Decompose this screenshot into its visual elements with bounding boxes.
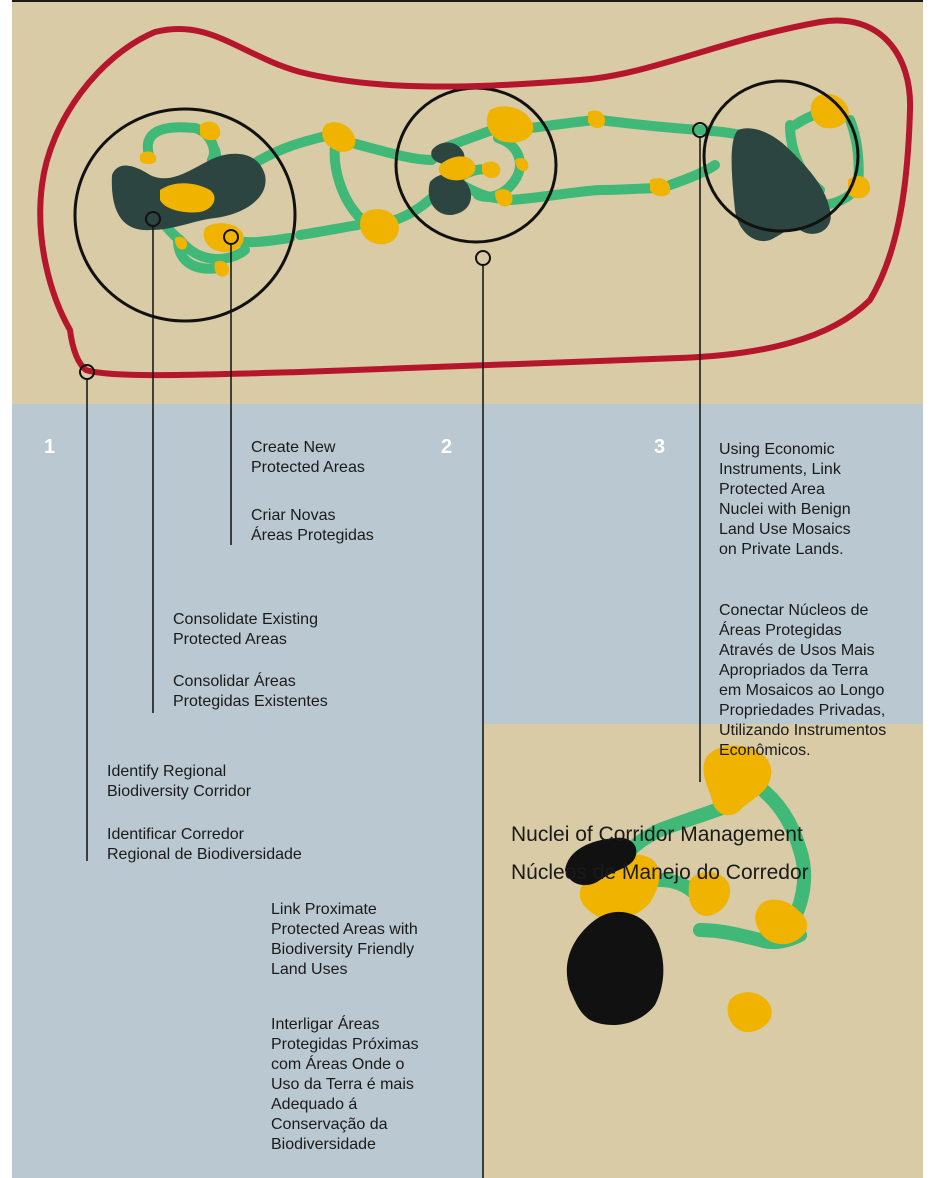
new-area [214, 260, 230, 277]
top-rule [12, 0, 923, 2]
label-consolidate-en: Consolidate Existing Protected Areas [173, 611, 318, 648]
inset-new-area [755, 899, 808, 945]
protected-area-core [428, 174, 472, 216]
new-area [140, 151, 157, 165]
label-identify-pt: Identificar Corredor Regional de Biodive… [107, 826, 302, 863]
inset-core-area [565, 837, 637, 886]
label-create-new-en: Create New Protected Areas [251, 439, 365, 476]
green-link [343, 137, 437, 165]
new-area [650, 178, 671, 197]
callout-marker-identify [79, 364, 95, 380]
inset-new-area [703, 745, 772, 816]
step-number-2: 2 [441, 436, 453, 458]
new-area [174, 236, 188, 250]
nucleus-circle-2 [394, 86, 558, 244]
new-area [200, 121, 221, 141]
step-number-1: 1 [44, 436, 56, 458]
inset-title-pt: Núcleos de Manejo do Corredor [511, 861, 809, 884]
green-link [505, 183, 665, 205]
regional-corridor-boundary [37, 17, 914, 379]
green-link [295, 220, 363, 240]
step-number-3: 3 [654, 436, 666, 458]
label-identify-en: Identify Regional Biodiversity Corridor [107, 763, 252, 800]
new-area [359, 209, 399, 245]
callout-marker-economic [692, 122, 708, 138]
label-consolidate-pt: Consolidar Áreas Protegidas Existentes [173, 673, 328, 710]
inset-core-areas [565, 837, 664, 1025]
callout-marker-consolidate [145, 211, 161, 227]
new-area [810, 93, 849, 129]
new-area [322, 122, 356, 152]
new-area [515, 157, 529, 172]
nucleus-circle-1 [73, 107, 297, 323]
green-link [665, 160, 720, 190]
label-economic-en: Using Economic Instruments, Link Protect… [719, 441, 851, 558]
inset-title-en: Nuclei of Corridor Management [511, 823, 803, 846]
nucleus-circle-3 [702, 79, 860, 233]
label-link-en: Link Proximate Protected Areas with Biod… [271, 901, 418, 978]
green-link [525, 115, 600, 133]
new-area [486, 106, 534, 143]
green-link [250, 130, 335, 168]
label-link-pt: Interligar Áreas Protegidas Próximas com… [271, 1016, 419, 1153]
new-area [495, 189, 513, 207]
green-link [473, 133, 525, 202]
callout-lines [86, 137, 701, 1178]
new-area [438, 156, 476, 181]
new-area [588, 110, 606, 128]
new-area [482, 161, 501, 178]
callout-markers [79, 122, 708, 380]
inset-new-area [688, 871, 731, 916]
management-nuclei [73, 79, 860, 323]
green-link [595, 115, 745, 140]
new-area [160, 183, 215, 213]
protected-area-core [731, 128, 831, 242]
inset-core-area [566, 911, 664, 1025]
new-protected-areas [140, 93, 870, 277]
callout-marker-create [223, 229, 239, 245]
callout-marker-link [475, 250, 491, 266]
label-create-new-pt: Criar Novas Áreas Protegidas [251, 507, 374, 544]
label-economic-pt: Conectar Núcleos de Áreas Protegidas Atr… [719, 602, 887, 759]
nuclei-inset-background [484, 724, 923, 1178]
inset-new-area [727, 992, 772, 1033]
